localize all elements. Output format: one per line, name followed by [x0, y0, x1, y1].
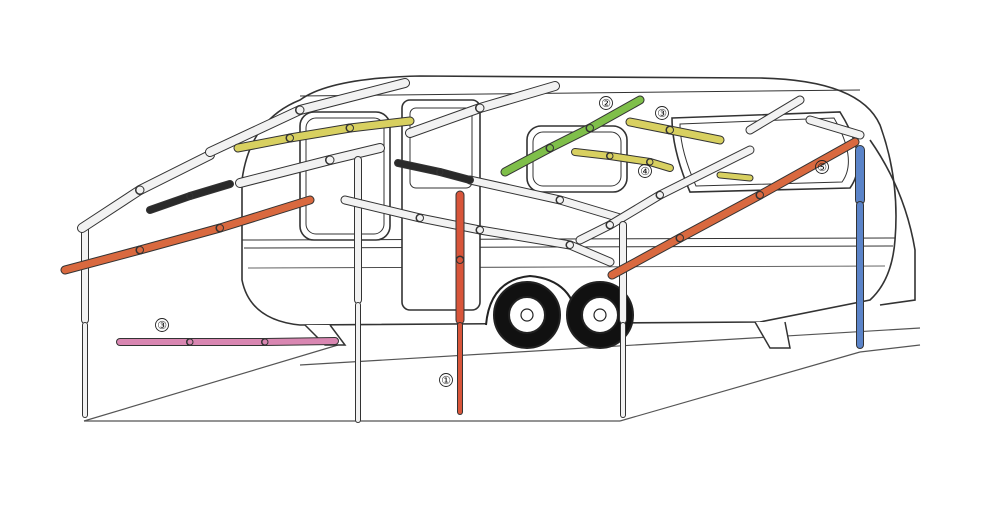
pole-yellow-front	[233, 116, 415, 153]
rafter-top-1	[405, 81, 560, 138]
pole-red-center	[455, 190, 465, 325]
pole-orange-rear	[607, 137, 860, 280]
wheels	[485, 274, 634, 349]
rafter-rear-top	[745, 95, 805, 135]
pole-pink	[116, 337, 339, 346]
pole-green	[500, 95, 645, 177]
callout-3b-label: ③	[157, 319, 167, 332]
callout-3b: ③	[155, 318, 169, 332]
rafter-front-ridge	[205, 78, 410, 157]
callout-1: ①	[439, 373, 453, 387]
callout-1-label: ①	[441, 374, 451, 387]
pole-yellow-mid	[571, 148, 674, 172]
callout-4: ④	[638, 164, 652, 178]
callout-3a: ③	[655, 106, 669, 120]
callout-5-label: ⑤	[817, 161, 827, 174]
rafter-center-2	[575, 145, 755, 245]
coloured-poles	[60, 95, 865, 415]
brace-mid	[340, 195, 615, 267]
callout-5: ⑤	[815, 160, 829, 174]
callout-2-label: ②	[601, 97, 611, 110]
callout-2: ②	[599, 96, 613, 110]
callout-3a-label: ③	[657, 107, 667, 120]
callout-4-label: ④	[640, 165, 650, 178]
callouts: ① ② ③ ③ ④ ⑤	[155, 96, 829, 387]
pole-black-front	[146, 180, 234, 214]
rafter-mid-upper	[235, 143, 385, 188]
rafter-front-upper	[77, 150, 215, 233]
pole-orange-front	[60, 195, 315, 275]
pole-yellow-small	[716, 171, 754, 182]
rafter-center	[465, 175, 625, 223]
pole-black-door	[394, 159, 474, 184]
pole-yellow-rear	[625, 117, 725, 145]
bar-rear-top	[805, 115, 865, 140]
